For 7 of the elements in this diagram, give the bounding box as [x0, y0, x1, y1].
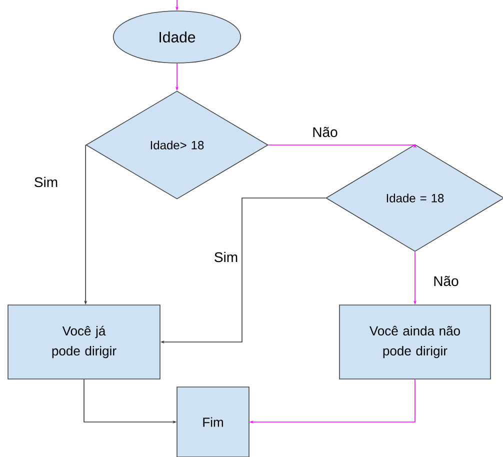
process-box: Fim	[176, 386, 250, 457]
process-box: Você ainda não pode dirigir	[339, 304, 491, 380]
edge-label: Sim	[212, 250, 240, 264]
process-box: Você já pode dirigir	[8, 304, 160, 380]
edge-label: Não	[432, 274, 460, 288]
edge-label: Sim	[32, 176, 60, 188]
edge-label: Não	[311, 126, 339, 138]
